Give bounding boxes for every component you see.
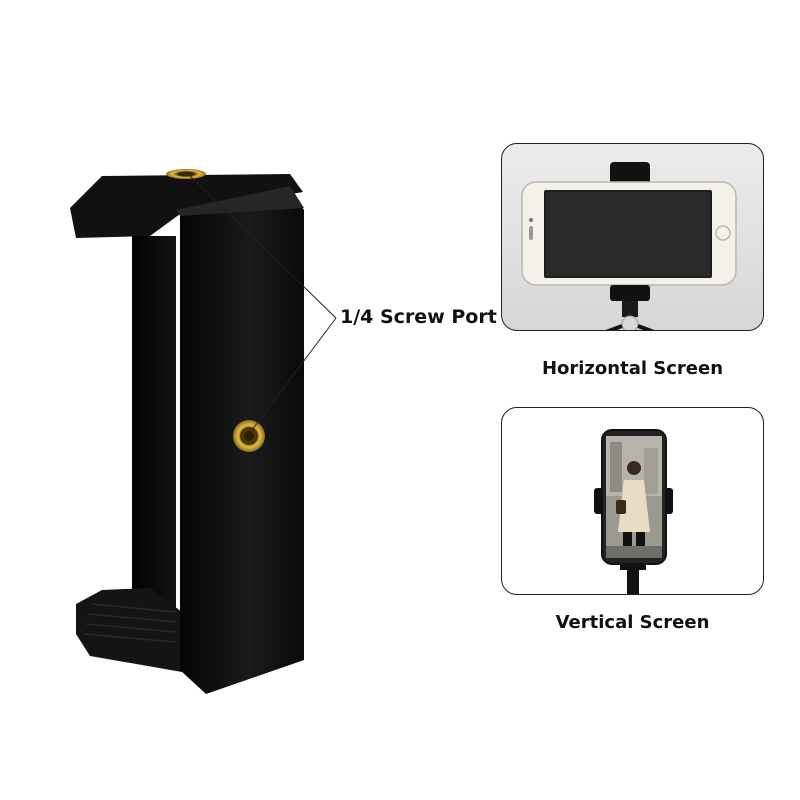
horizontal-phone-illustration	[521, 162, 737, 330]
holder-bottom-jaw	[76, 588, 182, 672]
holder-top-jaw	[70, 174, 303, 238]
vertical-screen-caption: Vertical Screen	[555, 612, 710, 633]
callout-leader-lines	[189, 175, 337, 431]
vertical-phone-illustration	[594, 429, 673, 594]
vertical-screen-panel	[501, 407, 764, 595]
horizontal-screen-panel	[501, 143, 764, 331]
callout-label-screw-port: 1/4 Screw Port	[340, 306, 497, 328]
horizontal-screen-caption: Horizontal Screen	[541, 358, 724, 379]
holder-inner-channel	[132, 236, 176, 646]
